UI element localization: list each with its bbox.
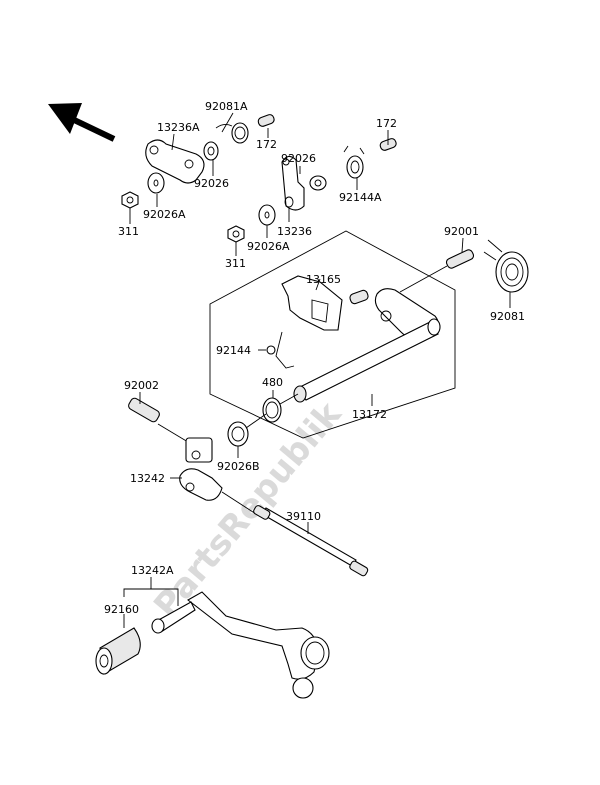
part-label[interactable]: 13165 (306, 273, 341, 286)
bolt-92001[interactable] (445, 249, 475, 270)
spring-92144A[interactable] (343, 145, 365, 179)
nut-311-a[interactable] (121, 191, 139, 209)
part-label[interactable]: 39110 (286, 510, 321, 523)
rod-39110[interactable] (253, 505, 369, 577)
part-label[interactable]: 13172 (352, 408, 387, 421)
nut-311-b[interactable] (227, 225, 245, 243)
washer-92026A-b[interactable] (258, 204, 276, 226)
circlip-480[interactable] (262, 397, 282, 423)
washer-92026B[interactable] (227, 421, 249, 447)
part-label[interactable]: 13242A (131, 564, 174, 577)
shaft-13172[interactable] (293, 318, 441, 403)
part-labels: 92081A 13236A 172 92026 311 92026A 172 9… (104, 100, 525, 616)
part-label[interactable]: 92144A (339, 191, 382, 204)
washer-92026-b[interactable] (309, 175, 327, 191)
rubber-92160[interactable] (95, 627, 141, 675)
part-label[interactable]: 172 (376, 117, 397, 130)
part-label[interactable]: 92026A (247, 240, 290, 253)
part-label[interactable]: 13236A (157, 121, 200, 134)
spring-92081[interactable] (483, 239, 529, 293)
part-label[interactable]: 92026A (143, 208, 186, 221)
part-label[interactable]: 13242 (130, 472, 165, 485)
assembly-frame (209, 230, 456, 439)
part-label[interactable]: 311 (118, 225, 139, 238)
part-label[interactable]: 92081 (490, 310, 525, 323)
part-label[interactable]: 92026B (217, 460, 260, 473)
washer-92026A-a[interactable] (147, 172, 165, 194)
part-label[interactable]: 13236 (277, 225, 312, 238)
pin-172-a[interactable] (257, 114, 275, 128)
part-label[interactable]: 92144 (216, 344, 251, 357)
part-label[interactable]: 92081A (205, 100, 248, 113)
lever-13236A[interactable] (145, 139, 205, 184)
part-label[interactable]: 172 (256, 138, 277, 151)
leader-lines (123, 112, 511, 628)
plate-13165[interactable] (281, 275, 343, 331)
part-label[interactable]: 92001 (444, 225, 479, 238)
spring-92144[interactable] (266, 331, 295, 369)
part-label[interactable]: 92002 (124, 379, 159, 392)
part-label[interactable]: 311 (225, 257, 246, 270)
part-label[interactable]: 92160 (104, 603, 139, 616)
part-label[interactable]: 92026 (194, 177, 229, 190)
pedal-13242A[interactable] (151, 591, 330, 699)
clamp-13242[interactable] (179, 437, 223, 501)
part-label[interactable]: 480 (262, 376, 283, 389)
lever-13236[interactable] (281, 155, 305, 211)
part-label[interactable]: 92026 (281, 152, 316, 165)
bolt-92002[interactable] (127, 397, 161, 423)
washer-92026-a[interactable] (203, 141, 219, 161)
spring-92081A[interactable] (215, 122, 249, 144)
front-arrow-icon (48, 103, 116, 142)
